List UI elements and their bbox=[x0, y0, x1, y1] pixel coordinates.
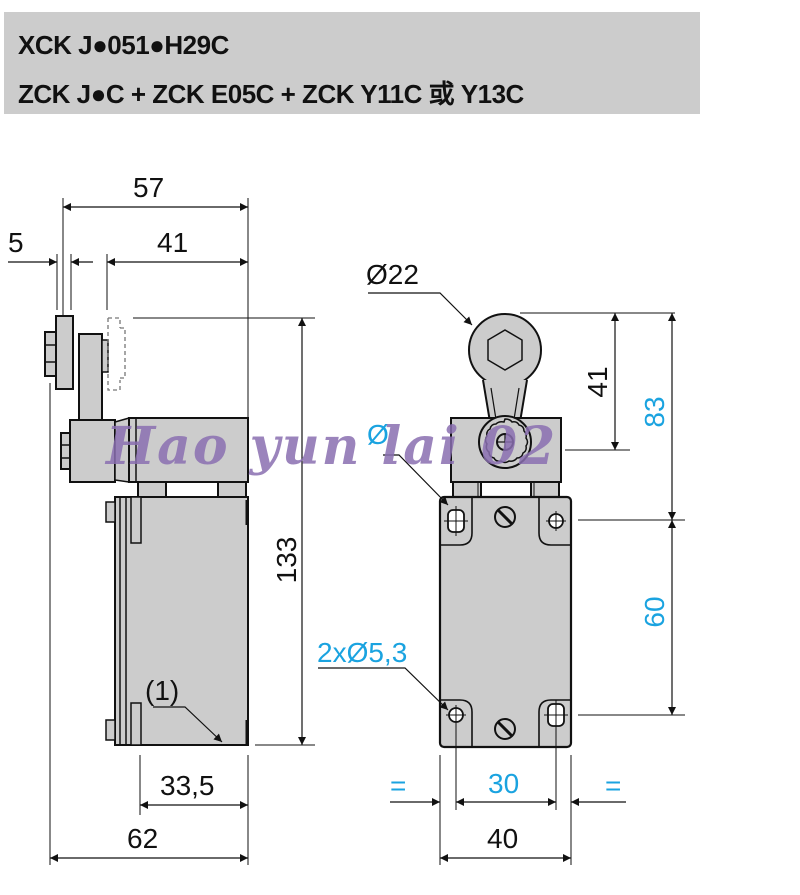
dim-roller-offset: 5 bbox=[8, 227, 24, 258]
model-header: XCK J●051●H29C ZCK J●C + ZCK E05C + ZCK … bbox=[4, 12, 700, 114]
dim-roller-diameter: Ø22 bbox=[366, 259, 419, 290]
dim-lever-reach: 41 bbox=[157, 227, 188, 258]
dim-equal-left: = bbox=[390, 770, 406, 801]
front-view bbox=[318, 292, 685, 865]
component-list-line: ZCK J●C + ZCK E05C + ZCK Y11C 或 Y13C bbox=[18, 79, 524, 109]
dim-body-depth: 33,5 bbox=[160, 770, 215, 801]
dim-hole-symbol: Ø bbox=[367, 419, 389, 450]
dim-overall-height: 133 bbox=[271, 537, 302, 584]
dim-mount-spacing-vertical: 60 bbox=[639, 596, 670, 627]
dim-roller-to-axis: 41 bbox=[582, 366, 613, 397]
dim-body-width: 40 bbox=[487, 823, 518, 854]
dim-mount-spacing-horizontal: 30 bbox=[488, 768, 519, 799]
dim-equal-right: = bbox=[605, 770, 621, 801]
dim-hole-spec: 2xØ5,3 bbox=[317, 637, 407, 668]
note-marker: (1) bbox=[145, 675, 179, 706]
watermark-text: Hao yun lai 02 bbox=[104, 416, 557, 477]
side-view bbox=[8, 198, 315, 865]
dim-roller-to-mount: 83 bbox=[639, 396, 670, 427]
model-number-line: XCK J●051●H29C bbox=[18, 30, 229, 60]
dim-overall-width: 57 bbox=[133, 172, 164, 203]
dim-total-depth: 62 bbox=[127, 823, 158, 854]
